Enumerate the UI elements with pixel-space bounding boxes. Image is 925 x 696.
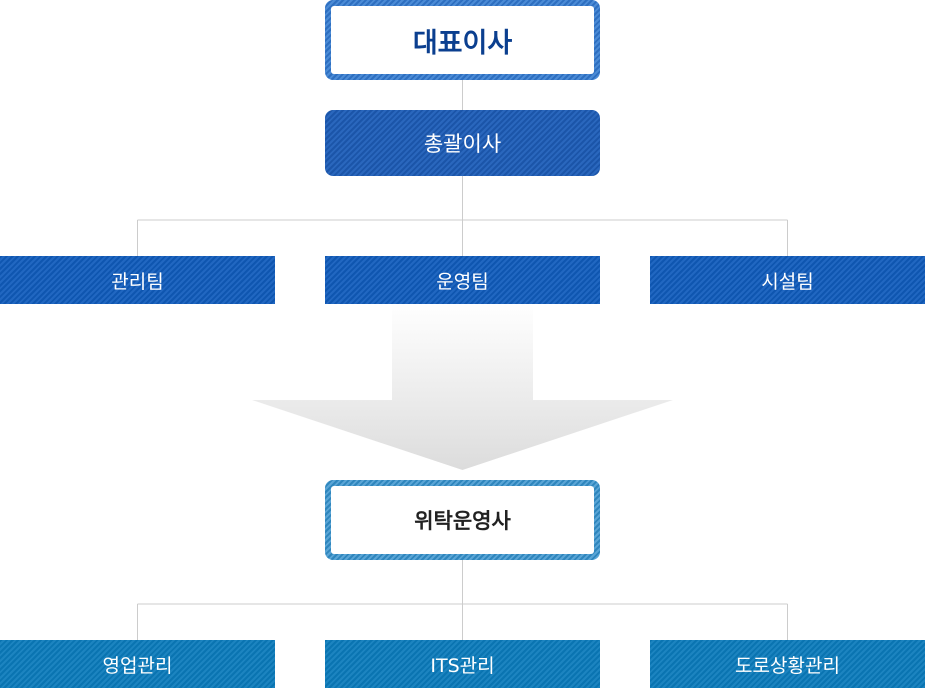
team-label: 관리팀 <box>111 270 164 293</box>
dept-box-road-status: 도로상황관리 <box>650 640 925 688</box>
team-box-operations: 운영팀 <box>325 256 600 304</box>
team-label: 시설팀 <box>761 270 814 293</box>
operator-box: 위탁운영사 <box>325 480 600 560</box>
team-box-facilities: 시설팀 <box>650 256 925 304</box>
dept-label: 영업관리 <box>102 654 173 677</box>
team-box-management: 관리팀 <box>0 256 275 304</box>
ceo-label: 대표이사 <box>412 27 513 59</box>
dept-box-sales: 영업관리 <box>0 640 275 688</box>
dept-label: 도로상황관리 <box>735 654 840 677</box>
operator-label: 위탁운영사 <box>414 509 511 533</box>
general-director-box: 총괄이사 <box>325 110 600 176</box>
dept-box-its: ITS관리 <box>325 640 600 688</box>
general-director-label: 총괄이사 <box>423 132 502 156</box>
down-arrow-icon <box>252 303 673 470</box>
ceo-box: 대표이사 <box>325 0 600 80</box>
dept-label: ITS관리 <box>430 654 495 677</box>
team-label: 운영팀 <box>436 270 489 293</box>
